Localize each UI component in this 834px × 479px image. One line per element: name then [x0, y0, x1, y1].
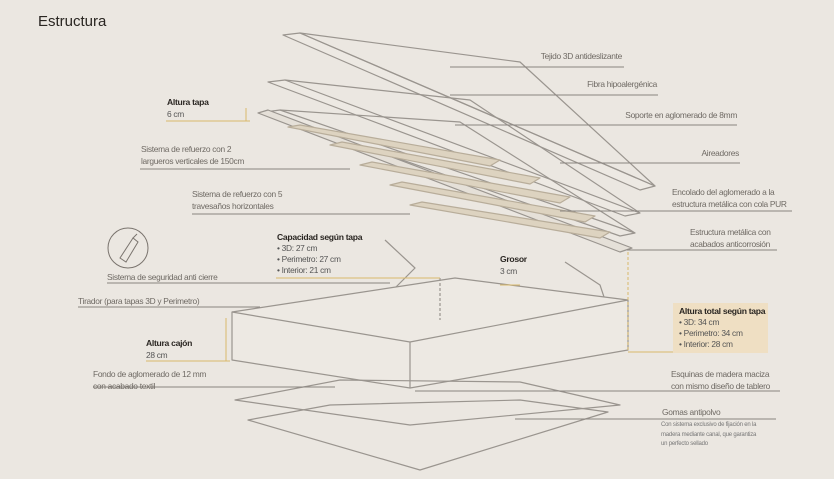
label-soporte: Soporte en aglomerado de 8mm	[625, 110, 737, 120]
capacidad-title: Capacidad según tapa	[277, 232, 363, 242]
desc-line: Con sistema exclusivo de fijación en la	[661, 422, 757, 428]
label-line: Sistema de refuerzo con 5	[192, 189, 283, 199]
altura-total-box	[673, 303, 768, 353]
label-line: Esquinas de madera maciza	[671, 369, 770, 379]
label-fondo: Fondo de aglomerado de 12 mm con acabado …	[93, 368, 206, 392]
altura-total-title: Altura total según tapa	[679, 306, 766, 316]
desc-line: un perfecto sellado	[661, 441, 708, 447]
altura-cajon-title: Altura cajón	[146, 338, 193, 348]
lid-slats	[287, 124, 611, 239]
label-tirador: Tirador (para tapas 3D y Perimetro)	[78, 296, 200, 306]
piston-right	[564, 261, 606, 301]
grosor-value: 3 cm	[500, 266, 517, 276]
safety-system-icon	[107, 227, 149, 269]
page-title: Estructura	[38, 13, 107, 30]
label-refuerzo2: Sistema de refuerzo con 2 largueros verti…	[141, 143, 244, 167]
capacidad-item: • Interior: 21 cm	[277, 265, 331, 275]
altura-tapa-title: Altura tapa	[167, 97, 209, 107]
grosor-title: Grosor	[500, 254, 527, 264]
altura-total-item: • Perimetro: 34 cm	[679, 328, 743, 338]
label-refuerzo5: Sistema de refuerzo con 5 travesaños hori…	[192, 188, 283, 212]
label-line: acabados anticorrosión	[690, 239, 770, 249]
gomas-description: Con sistema exclusivo de fijación en la …	[661, 421, 756, 450]
fondo-panel	[234, 379, 621, 426]
altura-cajon: Altura cajón 28 cm	[146, 337, 192, 361]
label-aireadores: Aireadores	[701, 148, 739, 158]
altura-total-item: • Interior: 28 cm	[679, 339, 733, 349]
label-fibra: Fibra hipoalergénica	[587, 79, 657, 89]
label-line: estructura metálica con cola PUR	[672, 199, 787, 209]
label-line: travesaños horizontales	[192, 201, 274, 211]
label-line: largueros verticales de 150cm	[141, 156, 245, 166]
label-estructura: Estructura metálica con acabados anticorr…	[690, 226, 771, 250]
label-line: Sistema de refuerzo con 2	[141, 144, 232, 154]
label-line: con mismo diseño de tablero	[671, 381, 770, 391]
altura-total-item: • 3D: 34 cm	[679, 317, 720, 327]
label-seguridad: Sistema de seguridad anti cierre	[107, 272, 218, 282]
altura-tapa: Altura tapa 6 cm	[167, 96, 209, 120]
label-gomas: Gomas antipolvo	[662, 407, 721, 417]
capacidad-item: • 3D: 27 cm	[277, 243, 318, 253]
label-tejido: Tejido 3D antideslizante	[540, 51, 623, 61]
altura-cajon-value: 28 cm	[146, 350, 168, 360]
desc-line: madera mediante canal, que garantiza	[661, 431, 757, 438]
layer-tejido-back	[299, 32, 656, 187]
capacidad-item: • Perimetro: 27 cm	[277, 254, 341, 264]
label-encolado: Encolado del aglomerado a la estructura m…	[672, 186, 787, 210]
label-line: Fondo de aglomerado de 12 mm	[93, 369, 207, 379]
label-line: Estructura metálica con	[690, 227, 771, 237]
altura-tapa-value: 6 cm	[167, 109, 184, 119]
altura-total: Altura total según tapa • 3D: 34 cm • Pe…	[679, 306, 766, 350]
gomas-frame	[247, 399, 609, 471]
base-box	[231, 277, 629, 389]
label-line: con acabado textil	[93, 381, 156, 391]
grosor: Grosor 3 cm	[500, 253, 527, 277]
label-line: Encolado del aglomerado a la	[672, 187, 775, 197]
label-esquinas: Esquinas de madera maciza con mismo diseñ…	[671, 368, 770, 392]
capacidad: Capacidad según tapa • 3D: 27 cm • Perim…	[277, 232, 363, 276]
